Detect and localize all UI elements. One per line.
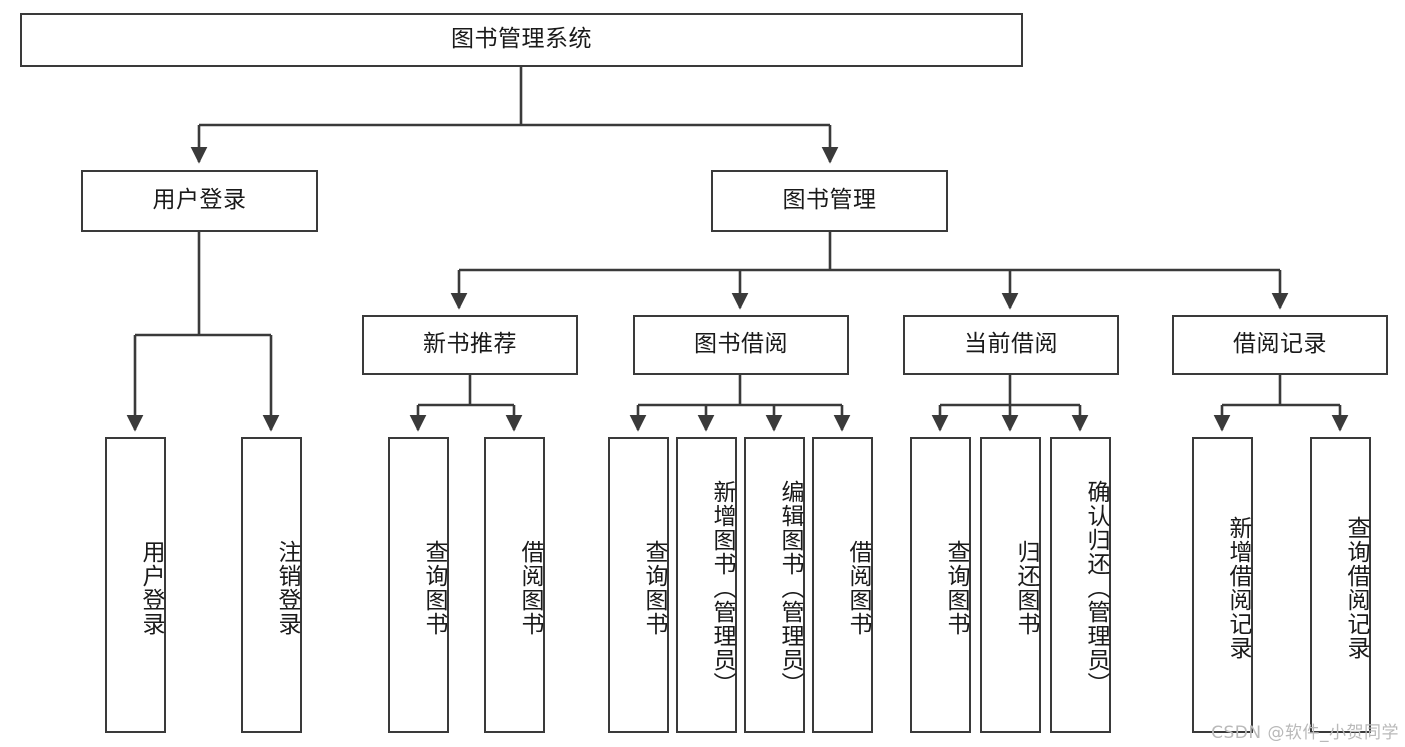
leaf-borrow-book-label: 借阅图书: [845, 540, 871, 636]
leaf-query-book-current-label: 查询图书: [943, 540, 969, 636]
node-root[interactable]: 图书管理系统: [20, 13, 1023, 67]
node-book-borrow-label: 图书借阅: [694, 331, 788, 358]
node-book-borrow[interactable]: 图书借阅: [633, 315, 849, 375]
node-user-login[interactable]: 用户登录: [81, 170, 318, 232]
node-current-borrow[interactable]: 当前借阅: [903, 315, 1119, 375]
node-book-management-label: 图书管理: [782, 187, 877, 214]
leaf-confirm-return-admin[interactable]: 确认归还（管理员）: [1050, 437, 1111, 733]
leaf-borrow-book-recommend-label: 借阅图书: [517, 540, 543, 636]
node-borrow-record-label: 借阅记录: [1233, 331, 1327, 358]
leaf-user-login-label: 用户登录: [138, 540, 164, 636]
leaf-user-login[interactable]: 用户登录: [105, 437, 166, 733]
leaf-query-book-borrow[interactable]: 查询图书: [608, 437, 669, 733]
leaf-borrow-book[interactable]: 借阅图书: [812, 437, 873, 733]
leaf-query-borrow-record[interactable]: 查询借阅记录: [1310, 437, 1371, 733]
leaf-add-borrow-record-label: 新增借阅记录: [1225, 516, 1251, 660]
leaf-logout-label: 注销登录: [274, 540, 300, 636]
leaf-query-book-current[interactable]: 查询图书: [910, 437, 971, 733]
leaf-query-borrow-record-label: 查询借阅记录: [1343, 516, 1369, 660]
leaf-add-book-admin[interactable]: 新增图书（管理员）: [676, 437, 737, 733]
leaf-logout[interactable]: 注销登录: [241, 437, 302, 733]
node-new-book-recommend[interactable]: 新书推荐: [362, 315, 578, 375]
leaf-borrow-book-recommend[interactable]: 借阅图书: [484, 437, 545, 733]
watermark: CSDN @软件_小贺同学: [1211, 723, 1399, 743]
node-user-login-label: 用户登录: [152, 187, 247, 214]
leaf-confirm-return-admin-label: 确认归还（管理员）: [1083, 480, 1109, 696]
leaf-return-book-label: 归还图书: [1013, 540, 1039, 636]
node-root-label: 图书管理系统: [451, 26, 592, 53]
leaf-edit-book-admin[interactable]: 编辑图书（管理员）: [744, 437, 805, 733]
leaf-query-book-recommend[interactable]: 查询图书: [388, 437, 449, 733]
node-book-management[interactable]: 图书管理: [711, 170, 948, 232]
leaf-return-book[interactable]: 归还图书: [980, 437, 1041, 733]
leaf-add-borrow-record[interactable]: 新增借阅记录: [1192, 437, 1253, 733]
leaf-edit-book-admin-label: 编辑图书（管理员）: [777, 480, 803, 696]
node-current-borrow-label: 当前借阅: [964, 331, 1058, 358]
leaf-add-book-admin-label: 新增图书（管理员）: [709, 480, 735, 696]
leaf-query-book-borrow-label: 查询图书: [641, 540, 667, 636]
node-borrow-record[interactable]: 借阅记录: [1172, 315, 1388, 375]
leaf-query-book-recommend-label: 查询图书: [421, 540, 447, 636]
node-new-book-recommend-label: 新书推荐: [423, 331, 517, 358]
